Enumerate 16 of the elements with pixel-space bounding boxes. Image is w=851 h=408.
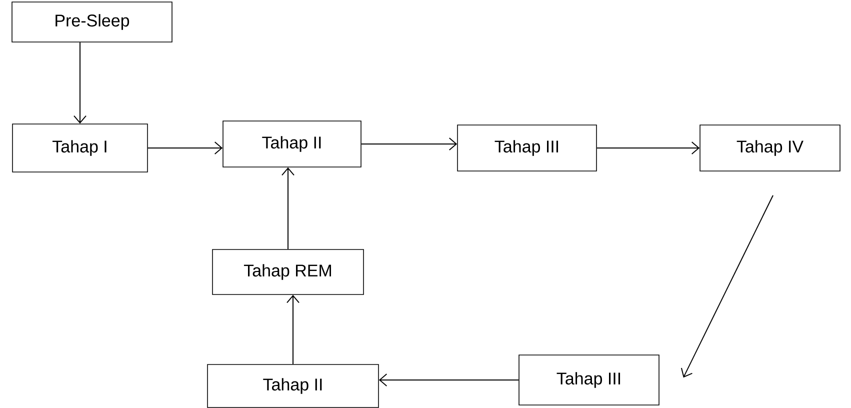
process-box: Tahap IV bbox=[700, 124, 840, 172]
process-box: Tahap III bbox=[457, 124, 597, 172]
arrow bbox=[74, 42, 86, 124]
process-box: Tahap III bbox=[518, 354, 660, 406]
process-box: Tahap II bbox=[222, 120, 362, 168]
arrow bbox=[378, 374, 520, 386]
process-box: Tahap I bbox=[12, 124, 148, 172]
process-box: Tahap II bbox=[207, 364, 379, 408]
process-box: Tahap REM bbox=[212, 249, 364, 295]
arrow bbox=[360, 138, 458, 150]
arrow bbox=[286, 294, 300, 365]
arrow bbox=[282, 167, 294, 250]
arrow bbox=[680, 194, 774, 378]
arrow bbox=[147, 142, 223, 154]
process-box: Pre-Sleep bbox=[12, 2, 172, 42]
arrow bbox=[596, 142, 700, 154]
